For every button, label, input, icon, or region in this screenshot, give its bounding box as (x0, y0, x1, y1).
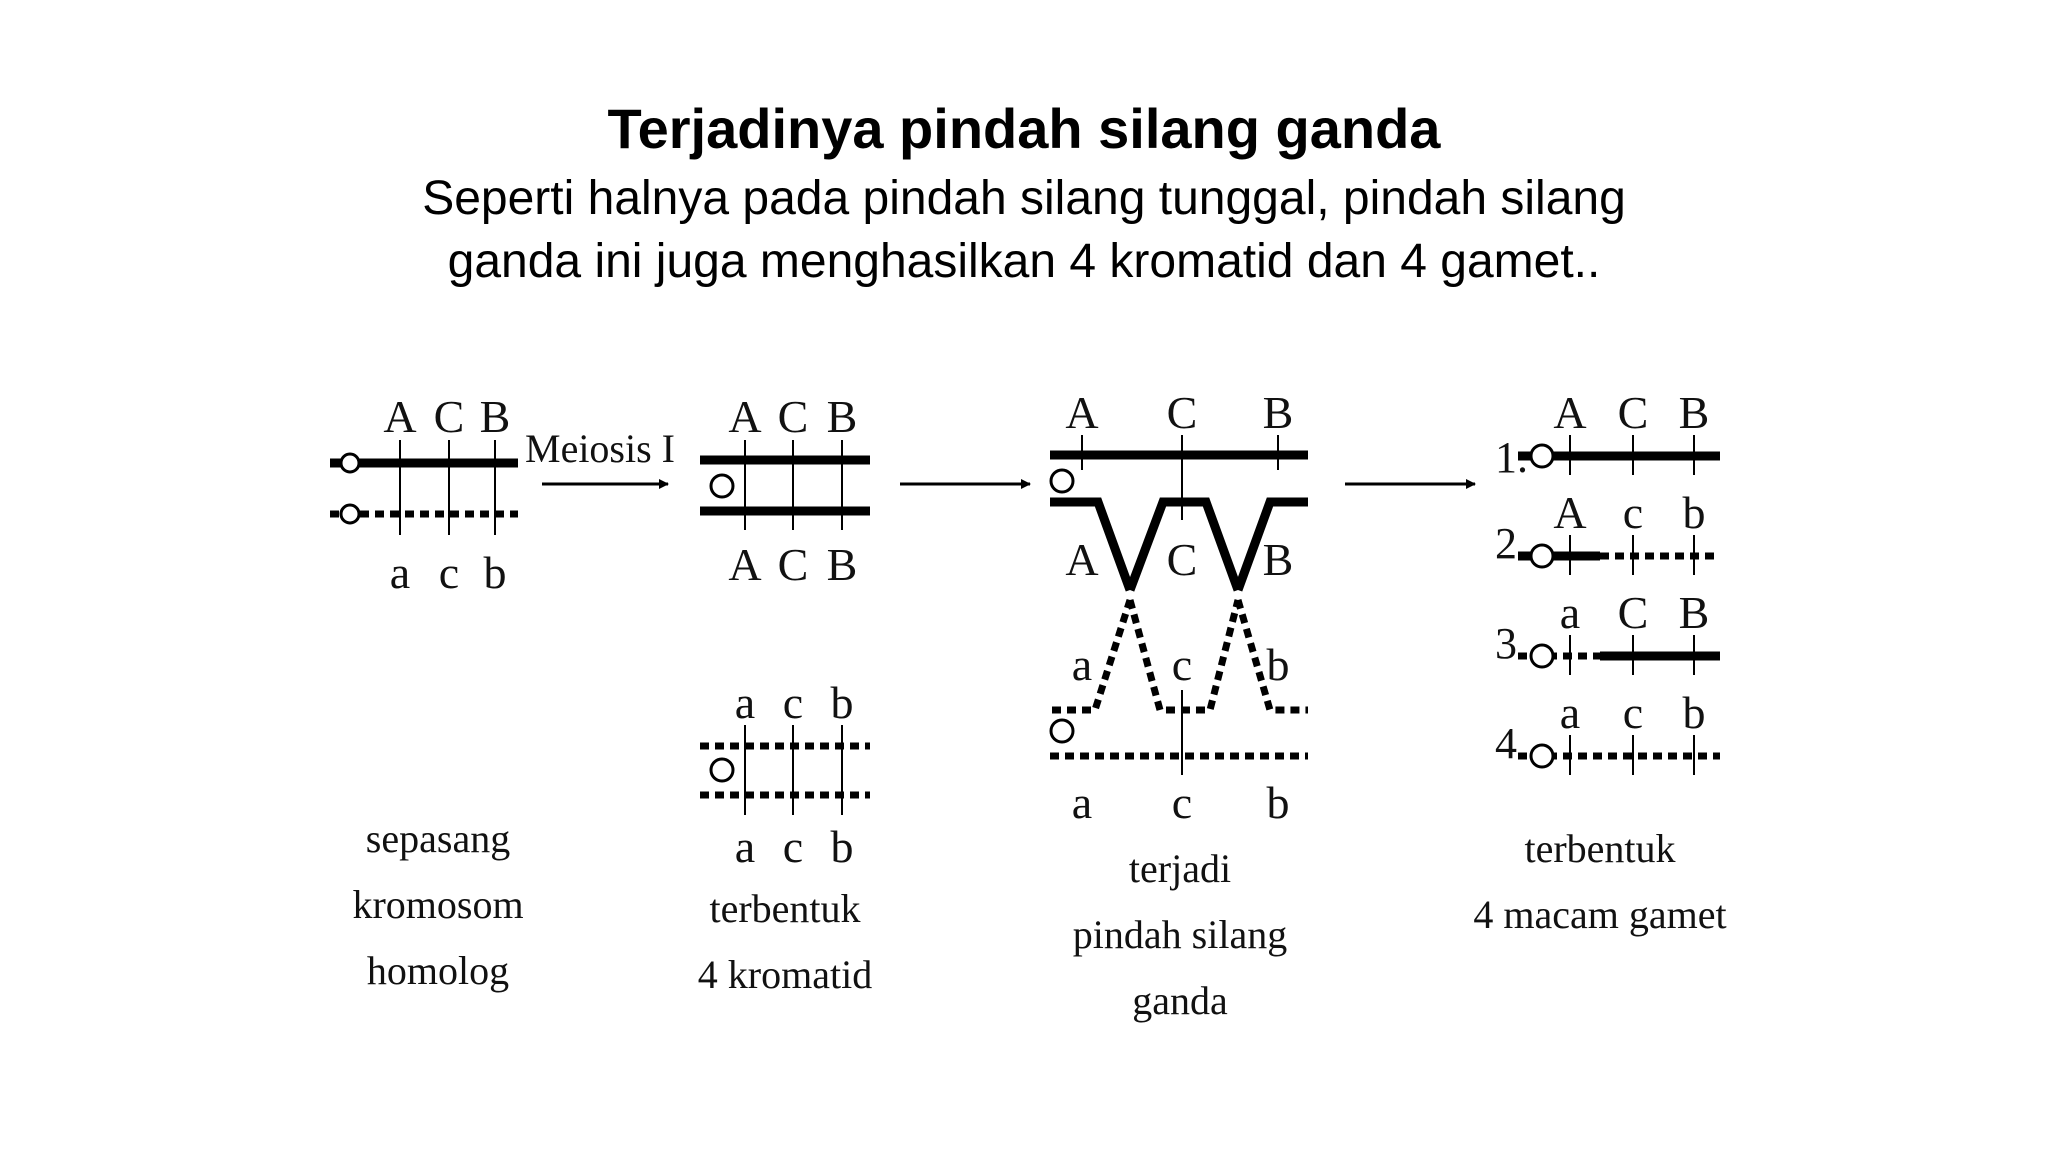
centromere-icon (709, 757, 735, 783)
step1-caption: homolog (367, 948, 509, 993)
slide-subtitle: Seperti halnya pada pindah silang tungga… (0, 167, 2048, 293)
gene-label: c (1623, 687, 1643, 738)
gene-label: b (831, 677, 854, 728)
gene-label: a (1072, 639, 1092, 690)
crossing-chromatid (1233, 497, 1308, 592)
centromere-icon (1529, 443, 1555, 469)
subtitle-line-2: ganda ini juga menghasilkan 4 kromatid d… (447, 235, 1601, 288)
centromere-icon (1049, 718, 1075, 744)
meiosis-arrow: Meiosis I (525, 426, 675, 489)
step4-caption: terbentuk (1524, 826, 1675, 871)
gene-label: b (1267, 777, 1290, 828)
gene-label: a (1072, 777, 1092, 828)
step3-caption: pindah silang (1073, 912, 1287, 957)
gene-label: B (1263, 387, 1294, 438)
crossing-chromatid (1125, 497, 1243, 592)
gene-label: c (1623, 487, 1643, 538)
gene-label: c (783, 821, 803, 872)
gene-label: b (484, 547, 507, 598)
gene-label: b (1267, 639, 1290, 690)
centromere-icon (1529, 543, 1555, 569)
step1-caption: sepasang (366, 816, 510, 861)
gene-label: c (439, 547, 459, 598)
gene-label: a (1560, 687, 1580, 738)
gamete-4: 4. a c b (1495, 687, 1720, 775)
gene-label: C (1167, 534, 1198, 585)
gene-label: B (827, 539, 858, 590)
gene-label: c (783, 677, 803, 728)
gene-label: C (778, 391, 809, 442)
gene-label: c (1172, 639, 1192, 690)
slide-header: Terjadinya pindah silang ganda Seperti h… (0, 95, 2048, 293)
step4-caption: 4 macam gamet (1473, 892, 1726, 937)
step4-four-gametes: 1. A C B 2. A c b 3. (1473, 387, 1726, 937)
subtitle-line-1: Seperti halnya pada pindah silang tungga… (422, 172, 1626, 225)
step2-caption: 4 kromatid (698, 952, 872, 997)
gene-label: B (1679, 387, 1710, 438)
gene-label: b (831, 821, 854, 872)
crossing-chromatid (1234, 599, 1308, 714)
gene-label: a (735, 677, 755, 728)
gamete-1: 1. A C B (1495, 387, 1720, 482)
step3-caption: terjadi (1129, 846, 1231, 891)
centromere-icon (339, 503, 361, 525)
gamete-number: 2. (1495, 519, 1528, 568)
gene-label: C (778, 539, 809, 590)
centromere-icon (1529, 743, 1555, 769)
gene-label: A (1065, 387, 1098, 438)
centromere-icon (1529, 643, 1555, 669)
gene-label: C (1618, 587, 1649, 638)
gene-label: A (728, 391, 761, 442)
meiosis-label: Meiosis I (525, 426, 675, 471)
gene-label: b (1683, 487, 1706, 538)
gene-label: B (1263, 534, 1294, 585)
gamete-number: 4. (1495, 719, 1528, 768)
centromere-icon (339, 452, 361, 474)
centromere-icon (1049, 468, 1075, 494)
gene-label: a (390, 547, 410, 598)
step2-caption: terbentuk (709, 886, 860, 931)
gene-label: C (1167, 387, 1198, 438)
crossing-chromatid (1126, 599, 1242, 714)
gene-label: A (1553, 487, 1586, 538)
step3-caption: ganda (1132, 978, 1228, 1023)
step2-four-chromatids: A C B A C B a c b a c b terbentuk 4 krom… (698, 391, 872, 997)
crossing-chromatid (1050, 497, 1135, 592)
gene-label: c (1172, 777, 1192, 828)
gene-label: C (434, 391, 465, 442)
gamete-2: 2. A c b (1495, 487, 1720, 575)
gene-label: a (735, 821, 755, 872)
slide-title: Terjadinya pindah silang ganda (607, 97, 1441, 160)
centromere-icon (709, 473, 735, 499)
gene-label: B (1679, 587, 1710, 638)
gene-label: a (1560, 587, 1580, 638)
gene-label: A (1553, 387, 1586, 438)
gene-label: B (827, 391, 858, 442)
step3-double-crossover: A C B A C B a c b a c b terjadi pindah s… (1049, 387, 1308, 1023)
step1-homolog-pair: A C B a c b sepasang kromosom homolog (330, 391, 524, 993)
gamete-number: 3. (1495, 619, 1528, 668)
gene-label: C (1618, 387, 1649, 438)
gene-label: b (1683, 687, 1706, 738)
gamete-3: 3. a C B (1495, 587, 1720, 675)
gene-label: A (1065, 534, 1098, 585)
gene-label: B (480, 391, 511, 442)
step1-caption: kromosom (352, 882, 523, 927)
gene-label: A (728, 539, 761, 590)
gene-label: A (383, 391, 416, 442)
